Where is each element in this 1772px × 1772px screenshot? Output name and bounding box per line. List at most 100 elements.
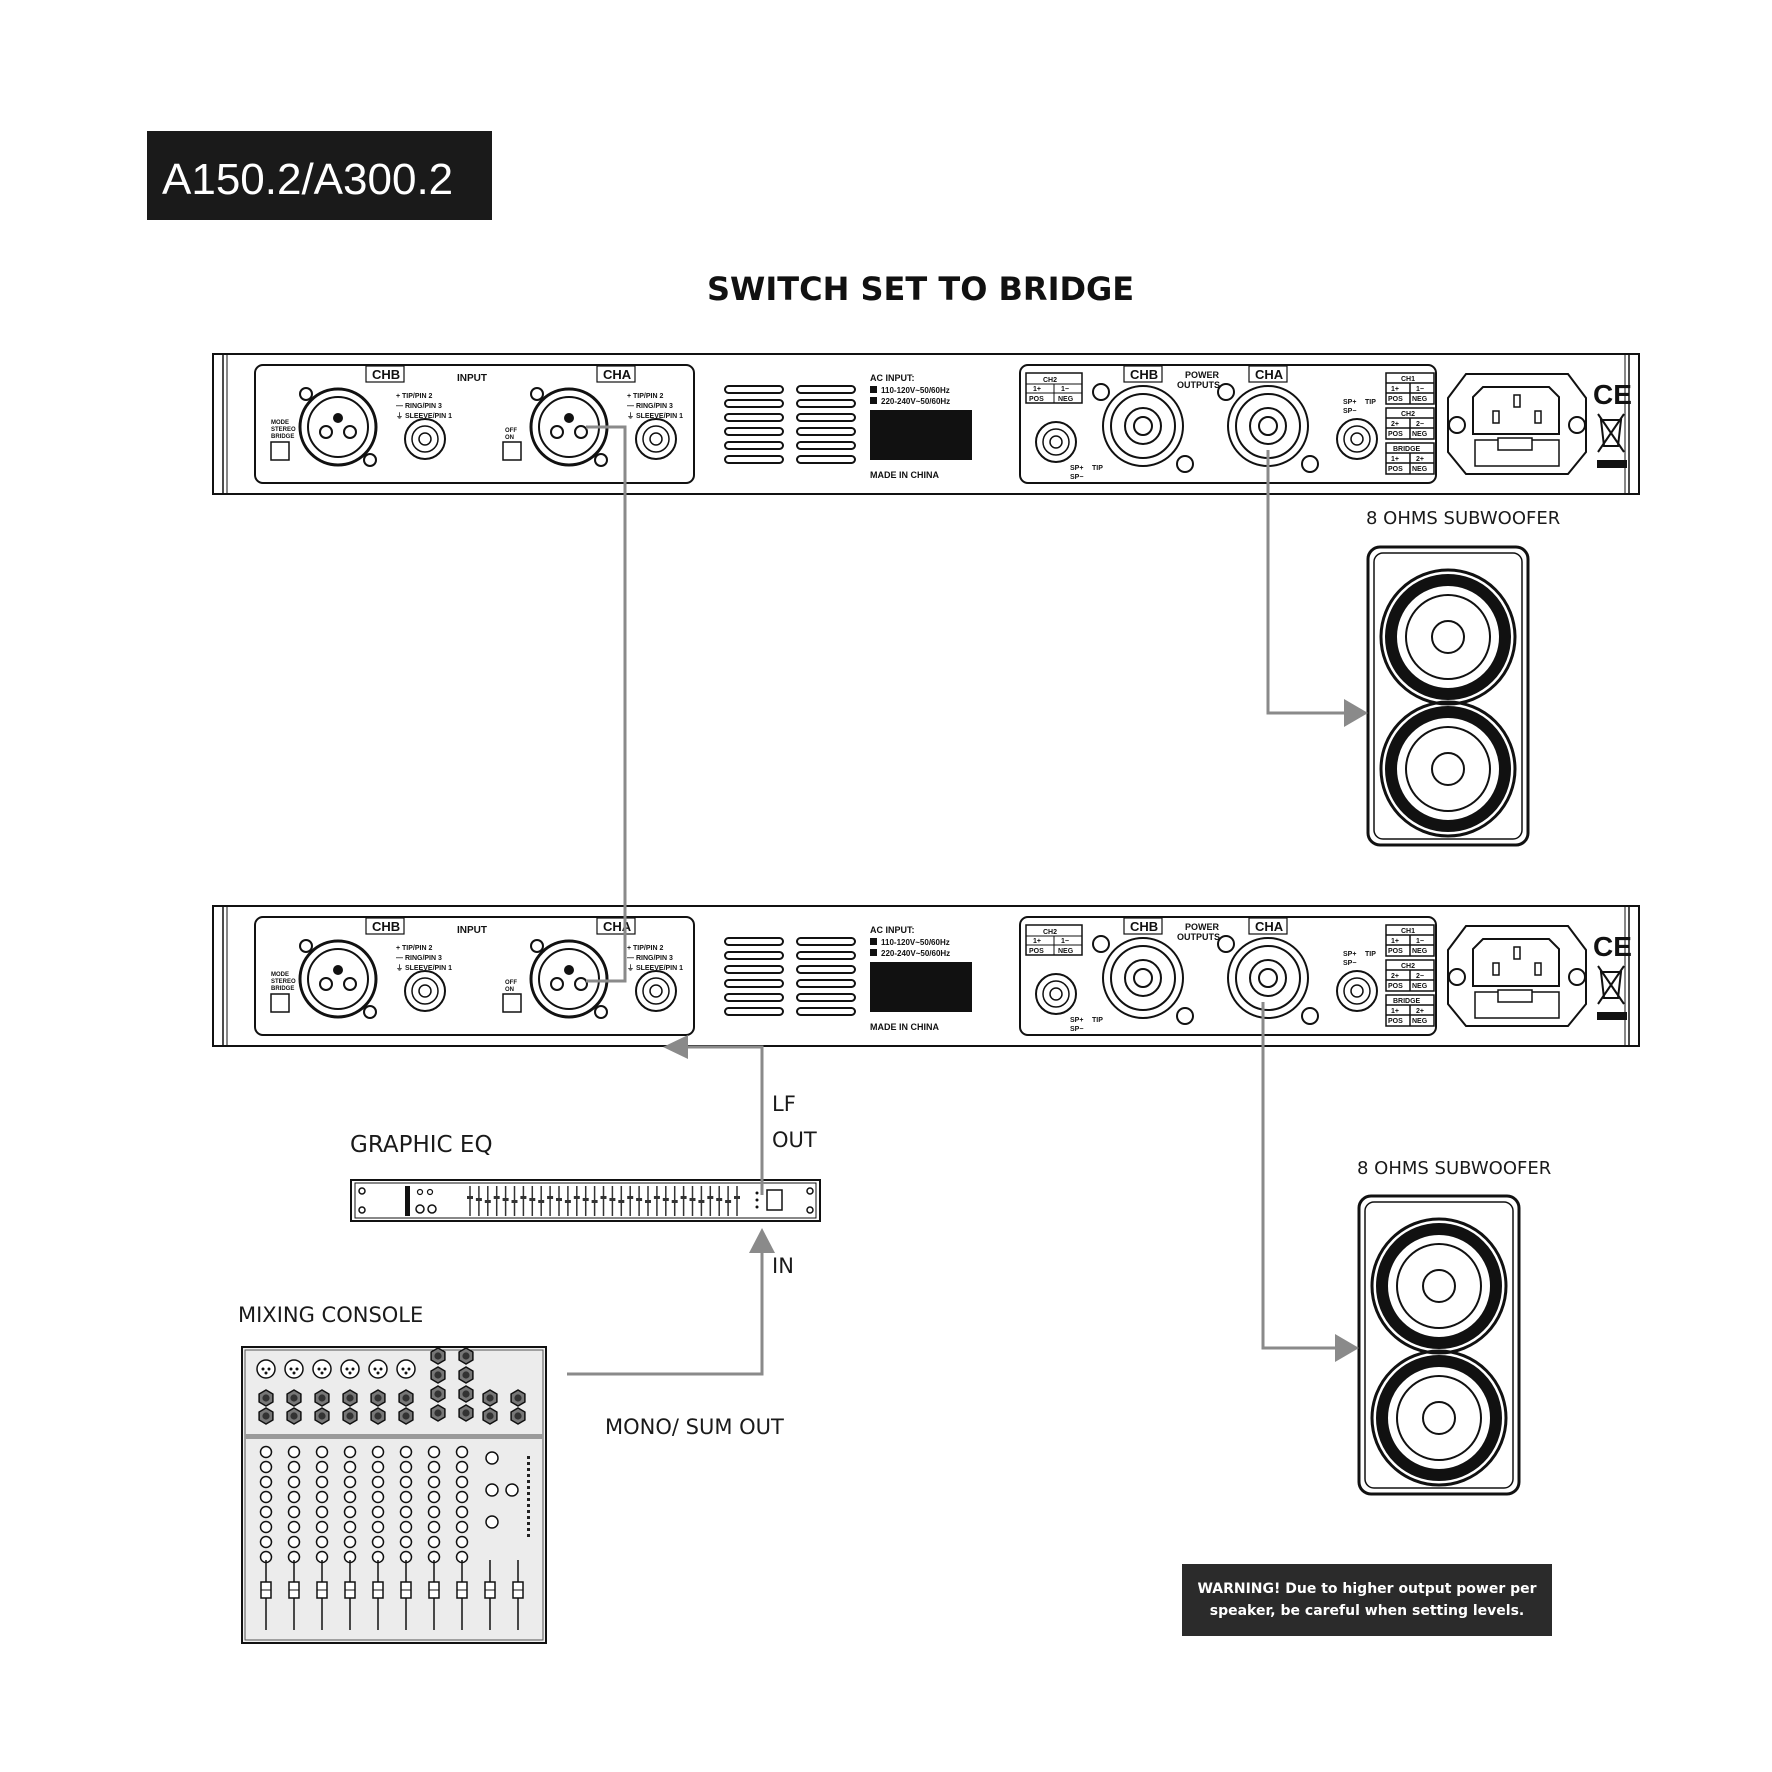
amp-top-sp-minus-r: SP− [1343,408,1356,415]
signal-cables [567,425,1346,1376]
amp-top-tip-l: TIP [1092,465,1103,472]
model-badge [147,131,492,220]
warning-line-1: WARNING! Due to higher output power per [1197,1581,1536,1597]
amp-top-ch1-pos: POS [1388,396,1403,403]
amp-top-ring-a: — RING/PIN 3 [627,403,673,410]
amp-bottom-power: POWER [1185,922,1220,932]
amp-top-ch2r-label: CH2 [1401,411,1415,418]
amp-bottom-mode: MODE [271,972,289,978]
amp-bottom-sp-plus-l: SP+ [1070,1017,1083,1024]
graphic-eq-unit [350,1179,821,1222]
amp-top-sleeve-b: ⏚ SLEEVE/PIN 1 [396,412,452,420]
amp-bottom-chb-input: CHB [372,919,400,934]
amp-bottom-bridge-label: BRIDGE [1393,998,1421,1005]
amp-top-off: OFF [505,428,517,434]
amp-top-bridge-neg: NEG [1412,466,1428,473]
amp-bottom-sp-minus-r: SP− [1343,960,1356,967]
amp-bottom-ring-b: — RING/PIN 3 [396,955,442,962]
subwoofer-bottom-label: 8 OHMS SUBWOOFER [1357,1158,1551,1179]
amp-top-ch2-1m: 1− [1061,386,1069,393]
amp-top-sp-plus-r: SP+ [1343,399,1356,406]
amp-top-ch1-1p: 1+ [1391,386,1399,393]
model-badge-text: A150.2/A300.2 [162,155,453,204]
arrow-bottom-sub [1335,1334,1359,1362]
amp-top-ch2r-2m: 2− [1416,421,1424,428]
amp-top-bridge-pos: POS [1388,466,1403,473]
amp-bottom-ce-mark: CE [1593,931,1632,962]
amp-top-bridge-label: BRIDGE [1393,446,1421,453]
amp-top-mode-bridge: BRIDGE [271,434,294,440]
amp-top-ch2r-pos: POS [1388,431,1403,438]
amp-top-ch2r-neg: NEG [1412,431,1428,438]
graphic-eq-label: GRAPHIC EQ [350,1132,493,1158]
amp-bottom-ch2-neg: NEG [1058,948,1074,955]
subwoofer-top [1368,547,1528,845]
amp-bottom-ch1-1p: 1+ [1391,938,1399,945]
amp-top-chb-output: CHB [1130,367,1158,382]
amp-top-ce-mark: CE [1593,379,1632,410]
arrow-into-eq [749,1228,775,1253]
subwoofer-top-label: 8 OHMS SUBWOOFER [1366,508,1560,529]
amp-top-input-label: INPUT [457,373,487,384]
amp-top-ch2r-2p: 2+ [1391,421,1399,428]
lf-label: LF [772,1092,796,1116]
amp-top-bridge-2p: 2+ [1416,456,1424,463]
arrow-top-sub [1344,699,1368,727]
amp-bottom-ch2-label: CH2 [1043,929,1057,936]
amp-top-bridge-1p: 1+ [1391,456,1399,463]
amp-top-ch1-label: CH1 [1401,376,1415,383]
amp-top-cha-input: CHA [603,367,632,382]
diagram-heading: SWITCH SET TO BRIDGE [707,270,1134,308]
amp-bottom-mode-bridge: BRIDGE [271,986,294,992]
amp-bottom-cha-input: CHA [603,919,632,934]
amp-bottom-sp-plus-r: SP+ [1343,951,1356,958]
amp-bottom-ch1-1m: 1− [1416,938,1424,945]
amp-bottom-ch2r-2p: 2+ [1391,973,1399,980]
amp-top-ac-220: 220-240V~50/60Hz [881,397,950,406]
amp-bottom-bridge-2p: 2+ [1416,1008,1424,1015]
cable-console-to-eq [567,1253,764,1376]
amp-bottom-sp-minus-l: SP− [1070,1026,1083,1033]
amp-top-ch2-pos: POS [1029,396,1044,403]
amp-bottom-bridge-neg: NEG [1412,1018,1428,1025]
amp-bottom-ch2-pos: POS [1029,948,1044,955]
amp-top-sleeve-a: ⏚ SLEEVE/PIN 1 [627,412,683,420]
amp-bottom-ch1-pos: POS [1388,948,1403,955]
cable-top-amp-to-sub [1266,450,1346,715]
amp-bottom-tip-l: TIP [1092,1017,1103,1024]
amp-bottom-sleeve-b: ⏚ SLEEVE/PIN 1 [396,964,452,972]
amp-bottom-cha-output: CHA [1255,919,1284,934]
amp-top-mode: MODE [271,420,289,426]
amp-bottom-ring-a: — RING/PIN 3 [627,955,673,962]
mono-sum-label: MONO/ SUM OUT [605,1415,784,1439]
amp-bottom-off: OFF [505,980,517,986]
amp-top-made-in: MADE IN CHINA [870,470,939,480]
amp-bottom-ac-input: AC INPUT: [870,925,915,935]
amp-top-mode-stereo: STEREO [271,427,296,433]
amp-top-power: POWER [1185,370,1220,380]
cable-eq-to-amp [686,1045,764,1195]
warning-box [1182,1564,1552,1636]
amp-bottom-ch2-1m: 1− [1061,938,1069,945]
cable-bottom-amp-to-sub [1261,1002,1337,1350]
warning-line-2: speaker, be careful when setting levels. [1210,1603,1525,1619]
amp-bottom-sleeve-a: ⏚ SLEEVE/PIN 1 [627,964,683,972]
amp-top-tip-a: + TIP/PIN 2 [627,393,663,400]
amp-top-ac-110: 110-120V~50/60Hz [881,386,950,395]
arrow-heads [663,699,1368,1362]
amp-top-ch1-1m: 1− [1416,386,1424,393]
amp-bottom-tip-a: + TIP/PIN 2 [627,945,663,952]
amp-top-ch2-neg: NEG [1058,396,1074,403]
amp-bottom-tip-r: TIP [1365,951,1376,958]
arrow-into-amp [663,1035,688,1059]
subwoofer-bottom [1359,1196,1519,1494]
amp-top-ring-b: — RING/PIN 3 [396,403,442,410]
amp-bottom-ch2-1p: 1+ [1033,938,1041,945]
mixing-console-label: MIXING CONSOLE [238,1303,423,1327]
amp-bottom-ch1-neg: NEG [1412,948,1428,955]
amp-bottom-chb-output: CHB [1130,919,1158,934]
amp-bottom-on: ON [505,987,514,993]
amp-bottom-ch2r-label: CH2 [1401,963,1415,970]
amp-bottom-ch2r-pos: POS [1388,983,1403,990]
out-label: OUT [772,1128,817,1152]
